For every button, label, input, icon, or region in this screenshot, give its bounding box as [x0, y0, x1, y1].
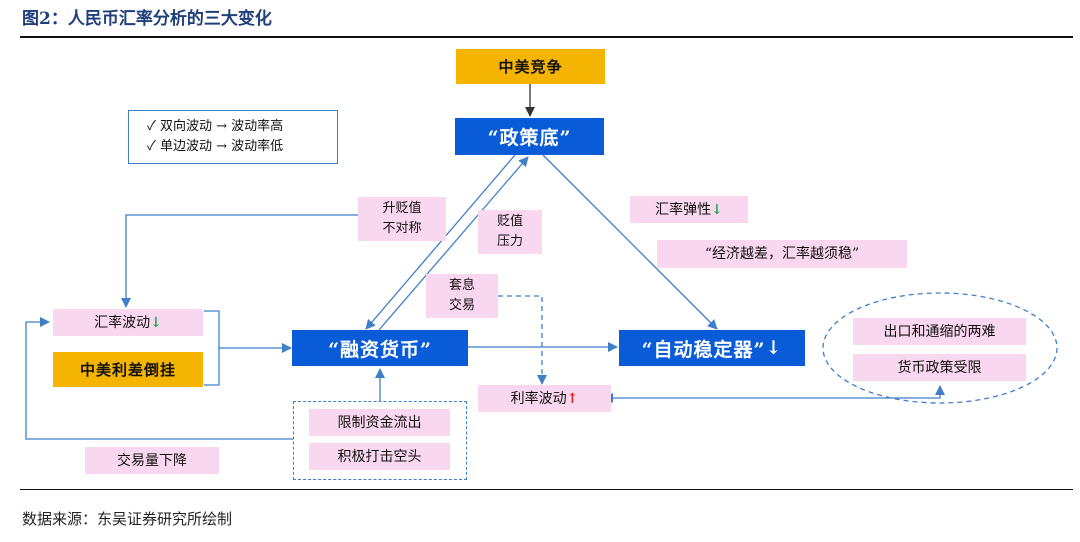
label-carry-trade: 套息 交易 [426, 274, 498, 318]
bracket-right [204, 310, 220, 386]
label-monetary-policy-limited: 货币政策受限 [853, 354, 1026, 381]
label-volume-decline: 交易量下降 [85, 447, 219, 474]
label-fx-volatility: 汇率波动↓ [53, 309, 203, 336]
label-export-deflation-dilemma: 出口和通缩的两难 [853, 318, 1026, 345]
node-rate-spread-inversion: 中美利差倒挂 [53, 352, 203, 387]
label-rate-volatility-text: 利率波动 [510, 390, 567, 407]
up-arrow-icon: ↑ [566, 390, 579, 407]
label-asymmetry-line1: 升贬值 [382, 201, 422, 216]
label-fx-volatility-text: 汇率波动 [94, 314, 151, 331]
legend-box: ✓ 双向波动 → 波动率高 ✓ 单边波动 → 波动率低 [128, 110, 338, 164]
node-financing-currency: “融资货币” [292, 330, 468, 366]
label-economy-quote: “经济越差，汇率越须稳” [657, 240, 907, 268]
arrow-carry-to-ratevol [498, 295, 547, 385]
label-strike-shorts: 积极打击空头 [309, 443, 450, 470]
source-note: 数据来源：东吴证券研究所绘制 [22, 510, 233, 528]
figure-title: 图2：人民币汇率分析的三大变化 [22, 9, 272, 29]
node-policy-floor: “政策底” [455, 118, 604, 155]
arrow-asymmetry-to-fxvol [121, 214, 358, 308]
arrow-floor-to-financing [365, 154, 516, 330]
label-asymmetry-line2: 不对称 [382, 221, 422, 236]
dilemma-ellipse [822, 292, 1058, 404]
label-restrict-capital-outflow: 限制资金流出 [309, 409, 450, 436]
label-rate-volatility: 利率波动↑ [478, 385, 611, 412]
arrow-loop-to-fxvol [25, 317, 293, 440]
bottom-rule [20, 489, 1073, 490]
label-fx-elasticity: 汇率弹性↓ [630, 196, 748, 223]
label-depreciation-pressure: 贬值 压力 [478, 210, 542, 254]
label-carry-line1: 套息 [448, 278, 475, 293]
node-auto-stabilizer: “自动稳定器”↓ [619, 330, 805, 366]
label-depreciation-line1: 贬值 [496, 214, 523, 229]
down-arrow-icon: ↓ [711, 201, 723, 218]
label-carry-line2: 交易 [448, 298, 475, 313]
label-asymmetry: 升贬值 不对称 [358, 197, 446, 241]
node-auto-stabilizer-text: “自动稳定器” [641, 338, 766, 361]
node-us-china-competition: 中美竞争 [456, 49, 605, 84]
label-depreciation-line2: 压力 [496, 234, 523, 249]
down-arrow-icon: ↓ [150, 314, 162, 331]
arrow-floor-to-stabilizer [542, 154, 718, 330]
arrow-ratevol-ellipse [603, 385, 945, 403]
top-rule [20, 36, 1073, 38]
legend-one-way: ✓ 单边波动 → 波动率低 [147, 139, 284, 154]
label-fx-elasticity-text: 汇率弹性 [655, 201, 712, 218]
capital-controls-group [293, 401, 467, 480]
down-arrow-icon: ↓ [765, 337, 783, 359]
legend-two-way: ✓ 双向波动 → 波动率高 [147, 119, 284, 134]
arrow-financing-to-floor [378, 156, 529, 331]
